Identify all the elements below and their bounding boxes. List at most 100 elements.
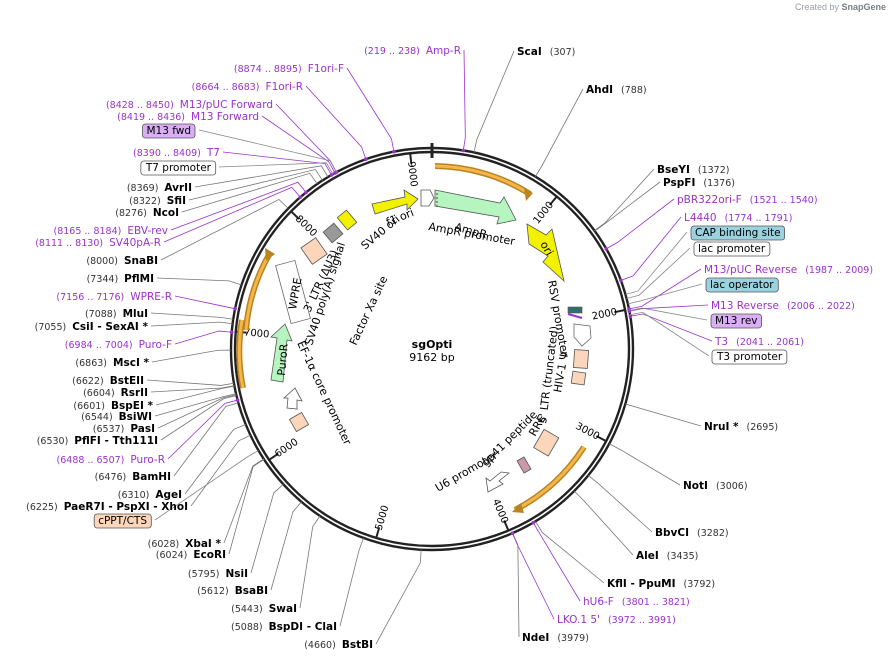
feature-box xyxy=(711,349,788,365)
feature-box-label: lac operator xyxy=(710,279,774,291)
enzyme-name: RsrII xyxy=(121,387,148,399)
tick-label: 7000 xyxy=(243,327,269,340)
leader-line xyxy=(160,198,289,261)
arc-arrow-hiv xyxy=(512,503,524,513)
enzyme-label: (6028)XbaI * xyxy=(148,538,222,550)
enzyme-pos: (5795) xyxy=(188,569,220,580)
feature-box-label: CAP binding site xyxy=(695,227,781,239)
primer-label: M13/pUC Reverse(1987 .. 2009) xyxy=(704,264,873,276)
primer-name: M13 Reverse xyxy=(711,300,779,312)
tick-label: 5000 xyxy=(374,504,392,532)
enzyme-name: BstBI xyxy=(342,639,373,651)
primer-label: (8111 .. 8130)SV40pA-R xyxy=(35,237,161,249)
leader-line xyxy=(275,103,337,173)
feature-box-label: lac promoter xyxy=(698,243,766,255)
leader-line xyxy=(628,268,702,310)
cppt-box xyxy=(288,411,310,433)
primer-pos: (7156 .. 7176) xyxy=(56,292,124,303)
enzyme-name: PaeR7I - PspXI - XhoI xyxy=(64,501,188,513)
enzyme-pos: (3435) xyxy=(667,551,699,562)
primer-pos: (8664 .. 8683) xyxy=(192,82,260,93)
primer-pos: (8165 .. 8184) xyxy=(54,226,122,237)
leader-line xyxy=(620,216,682,281)
leader-line xyxy=(163,186,301,243)
enzyme-pos: (8322) xyxy=(129,196,161,207)
primer-name: T7 xyxy=(206,147,220,159)
enzyme-label: (4660)BstBI xyxy=(304,639,373,651)
leader-line xyxy=(167,399,238,460)
leader-line xyxy=(512,533,555,620)
enzyme-label: NruI *(2695) xyxy=(704,421,778,433)
feature-box xyxy=(140,160,217,176)
enzyme-label: (8276)NcoI xyxy=(115,207,179,219)
leader-line xyxy=(194,165,329,188)
leader-line xyxy=(629,311,710,357)
primer-name: SV40pA-R xyxy=(109,237,161,249)
feature-arc-hiv-fill xyxy=(514,446,586,512)
primer-name: EBV-rev xyxy=(127,225,168,237)
enzyme-label: PspFI(1376) xyxy=(663,177,735,189)
enzyme-label: (8322) SfiI xyxy=(129,195,186,207)
feature-arc-hiv xyxy=(513,445,587,513)
arc-arrow-ltr xyxy=(265,248,275,261)
enzyme-name: MluI xyxy=(123,308,148,320)
leader-line xyxy=(173,402,239,477)
primer-name: M13/pUC Reverse xyxy=(704,264,797,276)
enzyme-name: SfiI xyxy=(167,195,186,207)
leader-line xyxy=(151,349,232,363)
primer-pos: (1774 .. 1791) xyxy=(725,213,793,224)
primer-mark xyxy=(461,148,466,153)
leader-line xyxy=(588,475,653,533)
primer-mark xyxy=(233,306,237,311)
enzyme-label: NotI(3006) xyxy=(683,480,748,492)
tick-mark xyxy=(268,452,279,461)
leader-line xyxy=(218,162,334,175)
primer-label: (8390 .. 8409)T7 xyxy=(133,147,220,159)
leader-line xyxy=(261,115,336,174)
primer-label: (8874 .. 8895)F1ori-F xyxy=(234,63,344,75)
snapgene-logo: SnapGene xyxy=(841,2,886,12)
primer-label: pBR322ori-F(1521 .. 1540) xyxy=(677,194,818,206)
enzyme-name: BsiWI xyxy=(119,411,152,423)
enzyme-pos: (6622) xyxy=(72,376,104,387)
primer-name: M13/pUC Forward xyxy=(180,99,273,111)
feature-arc-wpre-fill xyxy=(237,319,245,389)
enzyme-pos: (8276) xyxy=(115,208,147,219)
enzyme-name: BamHI xyxy=(132,471,171,483)
primer-label: M13 Reverse(2006 .. 2022) xyxy=(711,300,855,312)
leader-line xyxy=(150,312,234,320)
enzyme-name: AvrII xyxy=(164,182,192,194)
primer-mark xyxy=(531,520,536,525)
leader-line xyxy=(156,277,242,286)
primer-label: (8419 .. 8436)M13 Forward xyxy=(117,111,259,123)
enzyme-label: (6530)PflFI - Tth111I xyxy=(37,435,158,447)
arc-arrow-amp xyxy=(524,188,533,201)
primer-mark xyxy=(364,157,368,161)
feature-arc-amp-fill xyxy=(434,164,531,196)
enzyme-pos: (2695) xyxy=(747,422,779,433)
leader-line xyxy=(154,450,259,521)
enzyme-label: ScaI(307) xyxy=(517,46,575,58)
leader-line xyxy=(627,283,703,305)
leader-line xyxy=(535,88,584,177)
leader-line xyxy=(629,304,709,312)
tick-mark xyxy=(503,520,510,531)
enzyme-label: (6225)PaeR7I - PspXI - XhoI xyxy=(26,501,188,513)
tick-label: 6000 xyxy=(273,437,300,460)
primer-label: (219 .. 238)Amp-R xyxy=(364,45,461,57)
primer-label: L4440(1774 .. 1791) xyxy=(684,212,792,224)
enzyme-pos: (6530) xyxy=(37,436,69,447)
primer-mark xyxy=(304,190,308,195)
leader-line xyxy=(532,522,581,602)
feature-box xyxy=(693,241,771,257)
leader-line xyxy=(223,458,264,544)
leader-line xyxy=(150,321,233,327)
enzyme-pos: (6544) xyxy=(81,412,113,423)
leader-line xyxy=(594,181,661,232)
primer-pos: (8874 .. 8895) xyxy=(234,64,302,75)
wpre-box xyxy=(275,259,311,325)
enzyme-label: AhdI(788) xyxy=(586,84,647,96)
enzyme-label: (7055)CsiI - SexAI * xyxy=(35,321,149,333)
primer-label: (6488 .. 6507)Puro-R xyxy=(57,454,165,466)
